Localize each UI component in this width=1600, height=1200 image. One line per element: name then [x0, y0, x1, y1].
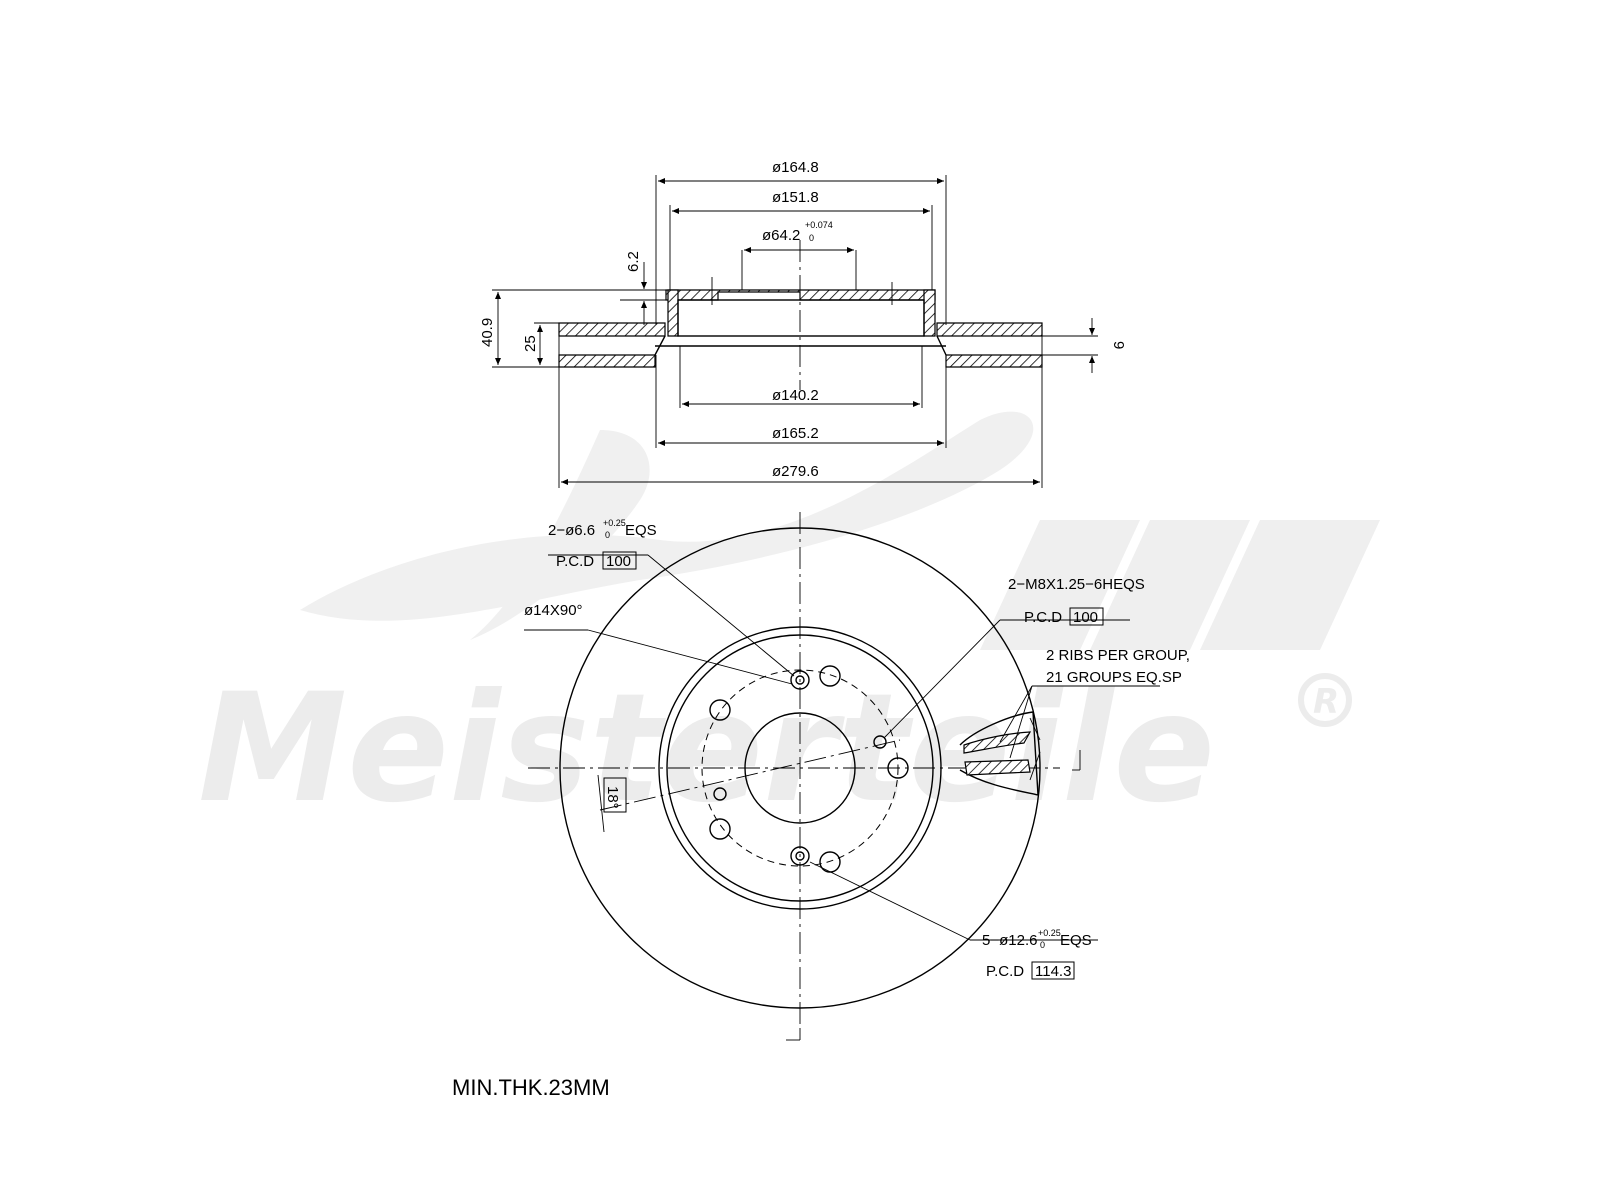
dim-total-height: 40.9	[479, 318, 496, 347]
note-threaded-holes: 2−M8X1.25−6HEQS	[1008, 576, 1145, 593]
bolt-hole	[819, 665, 841, 687]
dim-d-center-bore-tol-upper: +0.074	[805, 220, 833, 230]
bolt-hole	[709, 818, 731, 840]
dim-d-outer-hat: ø164.8	[772, 159, 819, 176]
front-angled-centerline	[599, 739, 901, 811]
section-plate-upper-left	[558, 322, 666, 337]
note-pilot-holes-tol-lower: 0	[605, 530, 610, 540]
section-hat-wall-left	[667, 289, 679, 337]
watermark-registered-circle	[1298, 673, 1352, 727]
bolt-hole	[819, 851, 841, 873]
watermark-logo-swash	[300, 411, 1034, 621]
note-bolt-holes-tol-lower: 0	[1040, 940, 1045, 950]
section-plate-upper-right	[936, 322, 1043, 337]
watermark-logo-bars	[980, 520, 1380, 650]
threaded-hole	[873, 735, 887, 749]
note-pilot-pcd-value: 100	[606, 553, 631, 570]
section-plate-lower-left	[558, 354, 656, 368]
section-hat-top	[665, 289, 936, 301]
section-hat-wall-right	[923, 289, 936, 337]
dim-hat-thickness: 6.2	[625, 251, 642, 272]
pilot-hole	[790, 670, 810, 690]
dim-d-inner-friction: ø165.2	[772, 425, 819, 442]
note-pilot-pcd-label: P.C.D	[556, 553, 594, 570]
min-thickness-label: MIN.THK.23MM	[452, 1075, 610, 1100]
dim-d-disc: ø279.6	[772, 463, 819, 480]
pilot-hole	[790, 846, 810, 866]
section-plate-lower-right	[945, 354, 1043, 368]
note-threaded-pcd-label: P.C.D	[1024, 609, 1062, 626]
dim-d-center-bore-tol-lower: 0	[809, 233, 814, 243]
threaded-hole	[713, 787, 727, 801]
note-bolt-holes: 5−ø12.6	[982, 932, 1037, 949]
note-bolt-holes-tol-upper: +0.25	[1038, 928, 1061, 938]
dim-d-hat-inner: ø151.8	[772, 189, 819, 206]
note-pilot-holes: 2−ø6.6	[548, 522, 595, 539]
rib-detail	[959, 711, 1041, 796]
note-ribs-line1: 2 RIBS PER GROUP,	[1046, 647, 1190, 664]
note-pilot-holes-suffix: EQS	[625, 522, 657, 539]
dim-d-center-bore: ø64.2	[762, 227, 800, 244]
notes: 2−ø6.6 +0.25 0 EQS P.C.D 100 ø14X90° 2−M…	[452, 518, 1190, 1100]
pilot-hole-bore	[795, 851, 805, 861]
note-threaded-pcd-value: 100	[1073, 609, 1098, 626]
section-hub-face	[677, 299, 925, 337]
front-view: 18°	[524, 512, 1160, 1041]
dim-d-inner-mount: ø140.2	[772, 387, 819, 404]
section-view: ø164.8 ø151.8 ø64.2 +0.074 0 6.2 40.9 25…	[479, 159, 1127, 488]
dim-vent-width: 9	[1110, 341, 1127, 349]
note-ribs-line2: 21 GROUPS EQ.SP	[1046, 669, 1182, 686]
bolt-hole	[709, 699, 731, 721]
watermark: Meisterteile R	[198, 411, 1380, 836]
angle-box	[603, 777, 627, 813]
bolt-hole	[887, 757, 909, 779]
watermark-brand-text: Meisterteile	[198, 662, 1215, 836]
note-chamfer: ø14X90°	[524, 602, 583, 619]
note-bolt-pcd-value: 114.3	[1035, 963, 1071, 980]
note-pilot-holes-tol-upper: +0.25	[603, 518, 626, 528]
angle-label: 18°	[604, 786, 621, 809]
pilot-hole-bore	[795, 675, 805, 685]
note-bolt-pcd-label: P.C.D	[986, 963, 1024, 980]
note-bolt-holes-suffix: EQS	[1060, 932, 1092, 949]
dim-disc-thickness: 25	[522, 335, 539, 352]
watermark-registered-mark: R	[1313, 682, 1339, 722]
